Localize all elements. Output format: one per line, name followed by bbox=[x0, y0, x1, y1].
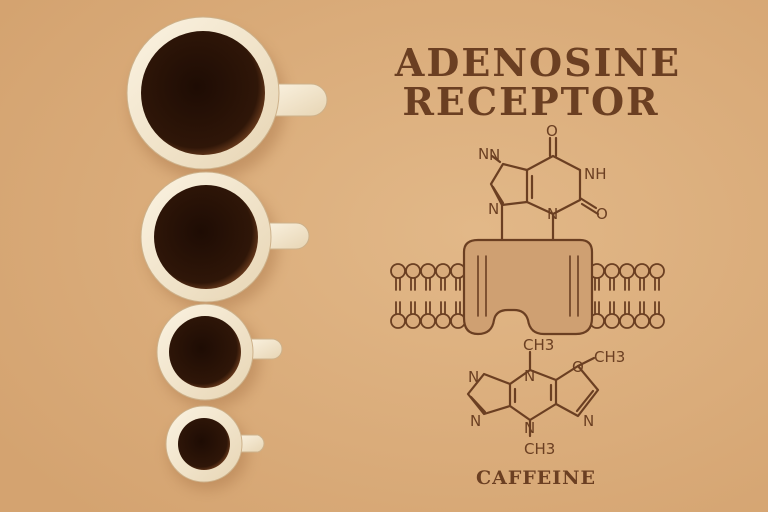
adenosine-n-bottom-left: N bbox=[488, 200, 499, 218]
caffeine-n-right: N bbox=[583, 412, 594, 430]
phospholipids-left bbox=[390, 263, 466, 329]
caffeine-n-center-bottom: N bbox=[524, 419, 535, 437]
coffee-cup-large bbox=[126, 16, 328, 180]
coffee-cups bbox=[126, 16, 328, 490]
caffeine-structure bbox=[466, 350, 600, 438]
title-line-1: ADENOSINE bbox=[394, 40, 681, 85]
caffeine-ch3-top: CH3 bbox=[523, 336, 554, 354]
coffee-cup-small bbox=[156, 303, 283, 408]
caffeine-ch3-right: CH3 bbox=[594, 348, 625, 366]
caffeine-n-center-top: N bbox=[524, 367, 535, 385]
adenosine-o-right: O bbox=[596, 205, 608, 223]
cell-membrane bbox=[390, 238, 665, 336]
phospholipids-right bbox=[589, 263, 665, 329]
caffeine-n-left-bottom: N bbox=[470, 412, 481, 430]
caffeine-caption: CAFFEINE bbox=[476, 467, 596, 489]
caffeine-ch3-bottom: CH3 bbox=[524, 440, 555, 458]
title-line-2: RECEPTOR bbox=[402, 79, 659, 124]
caffeine-n-left-top: N bbox=[468, 368, 479, 386]
receptor-protein bbox=[462, 238, 594, 336]
coffee-cup-espresso bbox=[165, 405, 265, 490]
adenosine-n-imidazole: N bbox=[489, 146, 500, 164]
caffeine-o-ring: O bbox=[572, 358, 584, 376]
adenosine-n-top-left: N bbox=[478, 145, 489, 163]
adenosine-n-bottom-right: N bbox=[547, 205, 558, 223]
adenosine-nh: NH bbox=[584, 165, 607, 183]
adenosine-o-top: O bbox=[546, 122, 558, 140]
coffee-cup-medium bbox=[140, 171, 310, 310]
adenosine-structure bbox=[489, 136, 600, 252]
